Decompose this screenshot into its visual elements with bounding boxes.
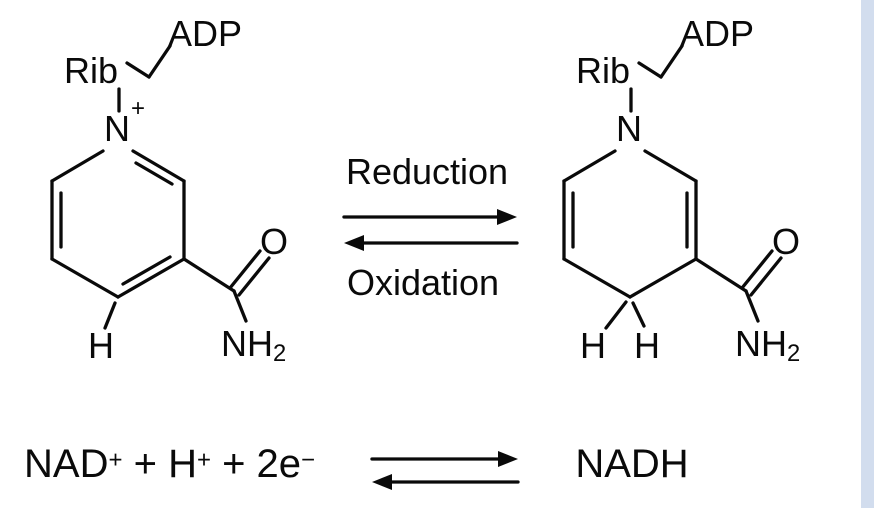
oxidation-label: Oxidation bbox=[346, 262, 500, 303]
positive-charge-label: + bbox=[130, 95, 146, 122]
right-nitrogen-label: N bbox=[616, 108, 642, 149]
electrons-text: + 2e bbox=[210, 442, 302, 486]
ring-bond bbox=[50, 257, 120, 299]
bond-ring-amide bbox=[182, 257, 236, 293]
nadh-structure bbox=[562, 44, 783, 330]
right-oxygen-label: O bbox=[771, 221, 801, 262]
right-hydrogen-1-label: H bbox=[580, 325, 606, 366]
carbonyl-double-bond bbox=[237, 256, 271, 297]
nad-plus-structure bbox=[50, 44, 271, 330]
bond-amide-nh2 bbox=[744, 289, 760, 323]
amide-subscript: 2 bbox=[787, 339, 801, 367]
plus-text: + bbox=[122, 442, 169, 486]
amide-subscript: 2 bbox=[273, 339, 287, 367]
equilibrium-arrows-center bbox=[342, 209, 519, 251]
bond-amide-nh2 bbox=[232, 289, 248, 323]
proton-superscript: + bbox=[196, 446, 211, 474]
reduction-label: Reduction bbox=[345, 151, 509, 192]
carbonyl-double-bond bbox=[228, 249, 262, 290]
right-hydrogen-2-label: H bbox=[634, 325, 660, 366]
equation-reactants: NAD+ + H+ + 2e− bbox=[24, 444, 315, 484]
reverse-arrowhead-left-icon bbox=[372, 474, 392, 490]
nad-text: NAD bbox=[24, 442, 109, 486]
amide-nh-text: NH bbox=[735, 323, 787, 365]
carbonyl-double-bond bbox=[749, 256, 783, 297]
ring-bond bbox=[628, 257, 698, 299]
ring-bond bbox=[562, 149, 617, 183]
left-ribose-label: Rib bbox=[63, 50, 119, 91]
bond-rib-adp-2 bbox=[147, 44, 172, 79]
double-bond-inner bbox=[134, 161, 174, 186]
forward-arrowhead-right-icon bbox=[498, 451, 518, 467]
equilibrium-arrows-equation bbox=[370, 451, 520, 490]
electron-superscript: − bbox=[301, 446, 316, 474]
double-bond-inner bbox=[121, 255, 172, 286]
bond-rib-adp-1 bbox=[637, 61, 663, 79]
ring-bond bbox=[131, 149, 186, 183]
bond-c4-h bbox=[103, 301, 117, 330]
bond-c4-h bbox=[631, 301, 646, 328]
left-adp-label: ADP bbox=[167, 13, 243, 54]
bond-rib-adp-1 bbox=[125, 61, 151, 79]
equation-product-nadh: NADH bbox=[575, 442, 689, 486]
right-ribose-label: Rib bbox=[575, 50, 631, 91]
bond-rib-adp-2 bbox=[659, 44, 684, 79]
page-edge-strip bbox=[861, 0, 874, 508]
right-adp-label: ADP bbox=[679, 13, 755, 54]
proton-text: H bbox=[168, 442, 197, 486]
left-hydrogen-label: H bbox=[88, 325, 114, 366]
left-amide-group-label: NH2 bbox=[221, 326, 286, 366]
amide-nh-text: NH bbox=[221, 323, 273, 365]
bond-ring-amide bbox=[694, 257, 748, 293]
forward-arrowhead-right-icon bbox=[497, 209, 517, 225]
carbonyl-double-bond bbox=[740, 249, 774, 290]
ring-bond bbox=[643, 149, 698, 183]
ring-bond bbox=[50, 149, 105, 183]
left-oxygen-label: O bbox=[259, 221, 289, 262]
nad-superscript: + bbox=[108, 446, 123, 474]
ring-bond bbox=[562, 257, 632, 299]
bond-c4-h bbox=[604, 300, 628, 330]
right-amide-group-label: NH2 bbox=[735, 326, 800, 366]
ring-bond bbox=[116, 257, 186, 299]
left-nitrogen-label: N bbox=[104, 108, 130, 149]
reverse-arrowhead-left-icon bbox=[344, 235, 364, 251]
